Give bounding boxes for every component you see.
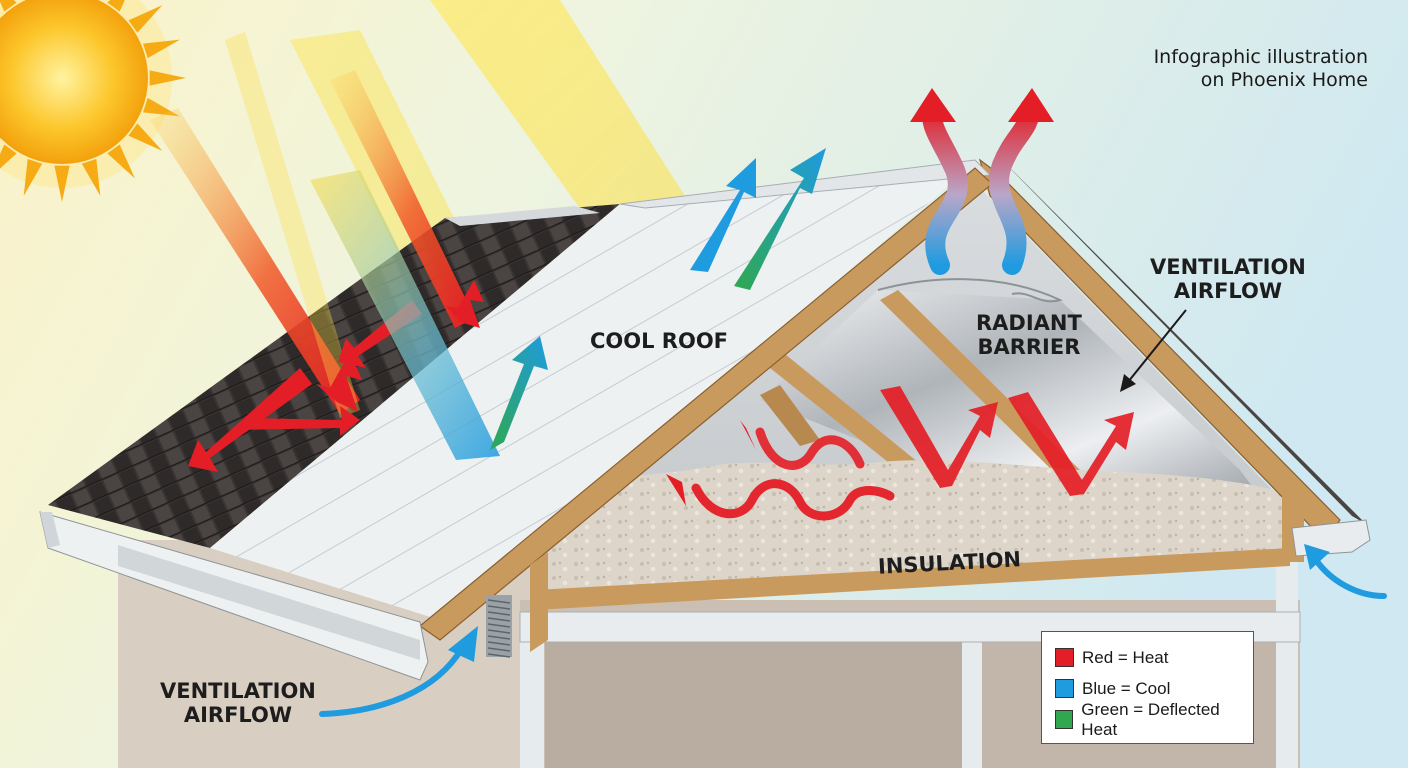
title-line-1: Infographic illustration <box>1153 46 1368 68</box>
sun-ray <box>107 0 125 12</box>
vent-slat <box>487 599 511 604</box>
sun-ray <box>0 0 17 12</box>
cool-roof-panel <box>210 176 960 620</box>
legend-label-cool: Blue = Cool <box>1082 678 1171 698</box>
pointer-line <box>1127 309 1187 383</box>
sun-ray <box>81 159 101 196</box>
left-gutter <box>39 511 429 681</box>
attic-heat-waves <box>691 427 895 521</box>
diagram-title: Infographic illustration on Phoenix Home <box>1154 46 1368 92</box>
title-line-2: on Phoenix Home <box>1200 69 1368 92</box>
deflected-arrow-1 <box>490 336 548 450</box>
vent-slat <box>487 653 511 658</box>
vent-slat <box>487 617 511 622</box>
insulation-layer <box>548 460 1282 590</box>
deflected-arrow-3 <box>734 148 826 290</box>
left-rafter <box>419 167 993 641</box>
ventilation-airflow-arrows <box>319 557 1387 717</box>
sun-ray <box>23 159 43 196</box>
ridge-vent-airflow <box>910 88 1054 275</box>
legend-label-deflected: Green = Deflected Heat <box>1081 699 1220 739</box>
legend-swatch-cool <box>1055 679 1074 698</box>
legend-swatch-deflected <box>1055 710 1074 729</box>
cool-roof-label: COOL ROOF <box>590 329 729 353</box>
attic-bounce-arrows <box>880 386 1134 496</box>
vent-slat <box>487 605 511 610</box>
sun-ray <box>149 70 186 86</box>
heat-rays-shingles <box>150 32 475 418</box>
cool-beam <box>310 170 500 460</box>
vent-slat <box>487 629 511 634</box>
radiant-barrier-label: RADIANT BARRIER <box>976 311 1082 359</box>
soffit-vent <box>486 595 512 658</box>
deflected-arrow-2 <box>690 158 756 272</box>
ventilation-airflow-label-left: VENTILATION AIRFLOW <box>160 679 316 727</box>
legend-item-heat: Red = Heat <box>1055 642 1253 673</box>
legend-item-cool: Blue = Cool <box>1055 673 1253 704</box>
vent-slat <box>487 635 511 640</box>
sun-ray <box>0 144 17 169</box>
sun-ray <box>107 144 135 179</box>
sun-ray <box>143 39 180 59</box>
legend-label-heat: Red = Heat <box>1082 647 1169 667</box>
vent-slat <box>487 611 511 616</box>
sun-ray <box>128 5 163 33</box>
vent-slat <box>487 647 511 652</box>
legend-swatch-heat <box>1055 648 1074 667</box>
legend-item-deflected: Green = Deflected Heat <box>1055 700 1253 739</box>
heat-arrows-shingles <box>188 280 484 472</box>
sun-ray <box>54 165 70 202</box>
sun-ray <box>128 123 163 151</box>
vent-slat <box>487 623 511 628</box>
sun-icon <box>0 0 186 202</box>
legend: Red = Heat Blue = Cool Green = Deflected… <box>1041 631 1254 744</box>
vent-slat <box>487 641 511 646</box>
ventilation-airflow-label-right: VENTILATION AIRFLOW <box>1150 255 1306 303</box>
